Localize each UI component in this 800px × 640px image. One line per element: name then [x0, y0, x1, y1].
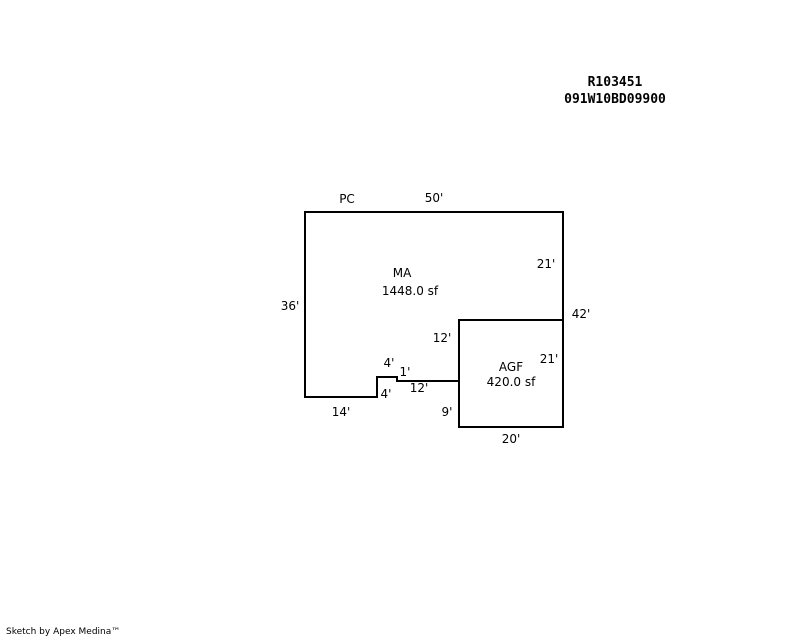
dim-notch-down: 4': [381, 387, 392, 401]
dim-main-top: 50': [425, 191, 444, 205]
garage-code: AGF: [499, 360, 523, 374]
main-area-code: MA: [393, 266, 412, 280]
parcel-ids: R103451 091W10BD09900: [540, 74, 690, 108]
map-tax-lot: 091W10BD09900: [564, 92, 666, 107]
dim-main-left: 36': [281, 299, 300, 313]
garage-outline: [458, 319, 564, 428]
dim-main-right-upper: 21': [537, 257, 556, 271]
dim-main-bottom: 14': [332, 405, 351, 419]
main-area-size: 1448.0 sf: [382, 284, 439, 298]
garage-size: 420.0 sf: [487, 375, 536, 389]
dim-garage-right: 21': [540, 352, 559, 366]
dim-main-right-total: 42': [572, 307, 591, 321]
dim-garage-left: 9': [442, 405, 453, 419]
pc-label: PC: [339, 192, 355, 206]
dim-ledge: 12': [410, 381, 429, 395]
dim-notch-up: 4': [384, 356, 395, 370]
dim-garage-top: 12': [433, 331, 452, 345]
dim-garage-bottom: 20': [502, 432, 521, 446]
main-area-outline: [304, 211, 564, 398]
sketch-credit: Sketch by Apex Medina™: [6, 627, 121, 637]
account-number: R103451: [587, 75, 643, 90]
dim-notch-step: 1': [400, 365, 411, 379]
